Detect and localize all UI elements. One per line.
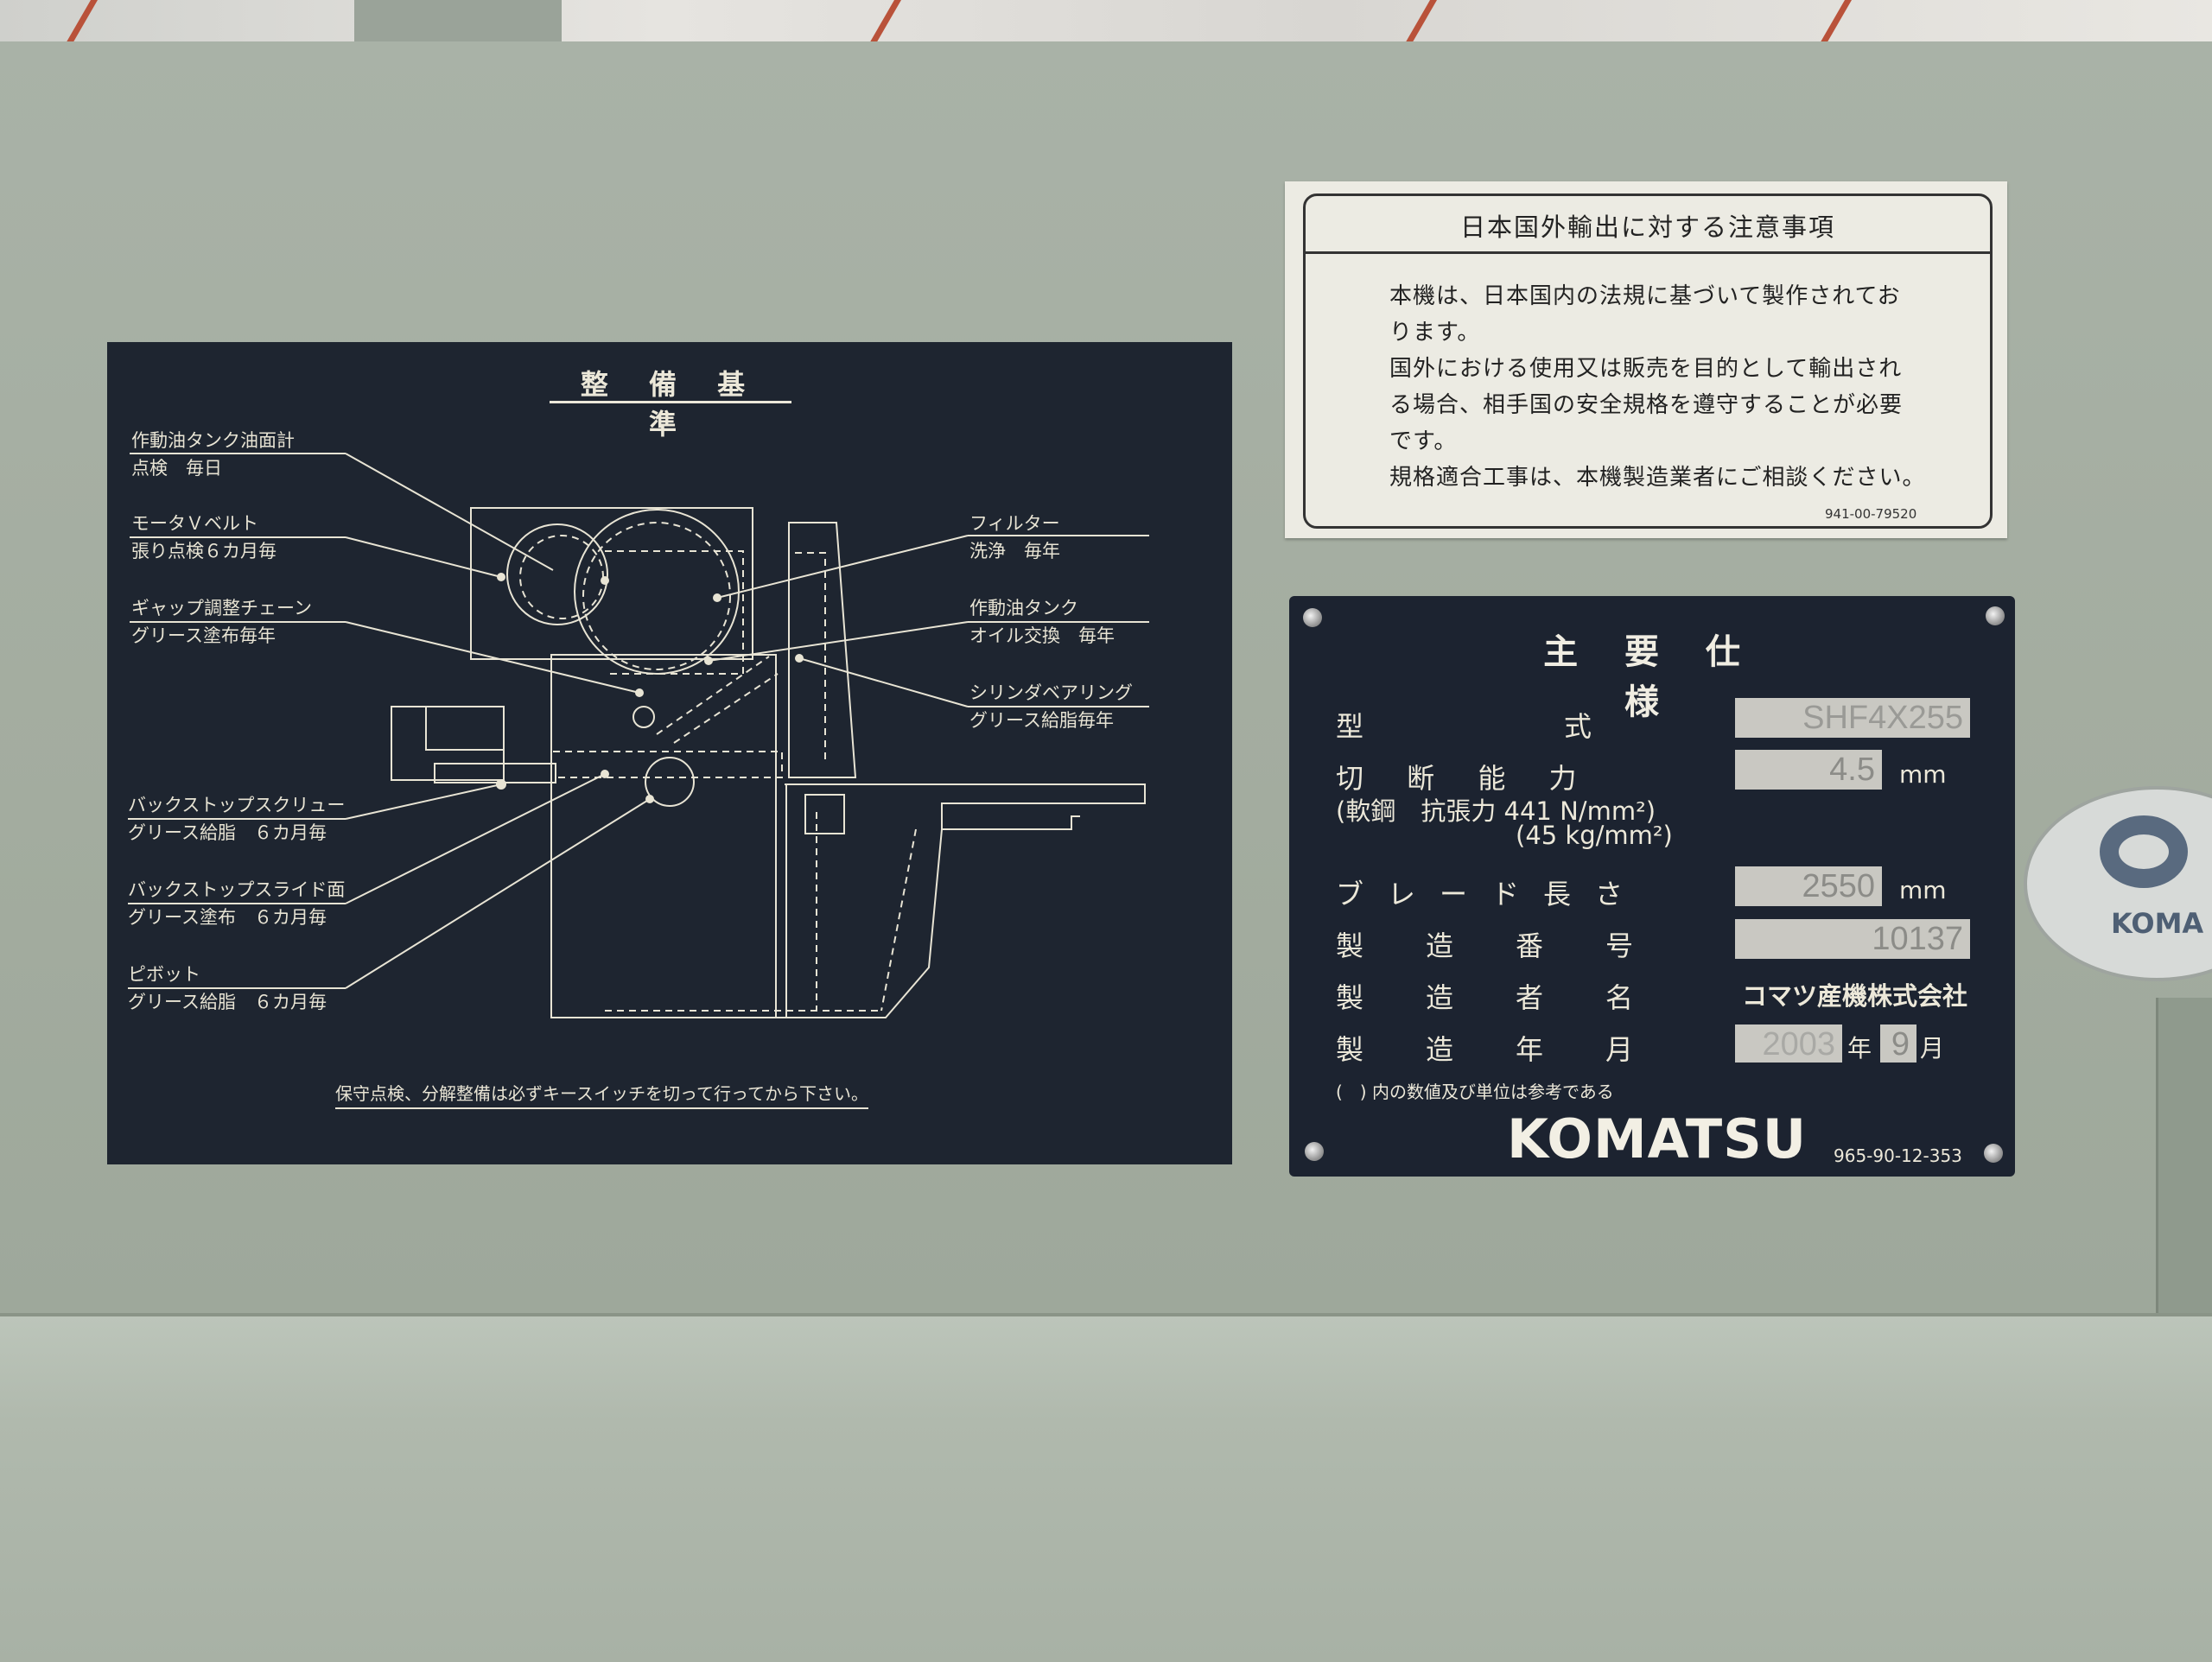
maintenance-plate-note: 保守点検、分解整備は必ずキースイッチを切って行ってから下さい。 (335, 1080, 868, 1109)
cutting-capacity-note: (軟鋼 抗張力 441 N/mm²) (1336, 796, 1656, 826)
screw-icon (1984, 1144, 2003, 1163)
badge-text: KOMA (2111, 907, 2204, 940)
callout-name: ギャップ調整チェーン (131, 598, 312, 618)
cutting-capacity-note-kg: (45 kg/mm²) (1516, 821, 1673, 850)
export-notice-line: ります。 (1389, 320, 1481, 346)
manufacture-month-unit: 月 (1920, 1034, 1945, 1063)
export-notice-line: 本機は、日本国内の法規に基づいて製作されてお (1389, 283, 1901, 309)
callout-task: グリース給脂 ６カ月毎 (128, 822, 327, 843)
callout-task: 洗浄 毎年 (969, 541, 1060, 561)
callout-cylinder-bearing: シリンダベアリング グリース給脂毎年 (969, 679, 1133, 734)
callout-gap-chain: ギャップ調整チェーン グリース塗布毎年 (131, 594, 312, 650)
manufacturer-value: コマツ産機株式会社 (1742, 981, 1968, 1011)
callout-motor-v-belt: モータＶベルト 張り点検６カ月毎 (131, 510, 276, 565)
callout-pivot: ピボット グリース給脂 ６カ月毎 (128, 961, 327, 1016)
manufacture-date-label: 製造年月 (1336, 1033, 1696, 1066)
export-notice-line: です。 (1389, 428, 1458, 454)
callout-task: グリース塗布 ６カ月毎 (128, 907, 327, 928)
export-notice-code: 941-00-79520 (1821, 506, 1921, 522)
callout-task: グリース給脂 ６カ月毎 (128, 992, 327, 1012)
callout-task: 点検 毎日 (131, 458, 222, 479)
model-value: SHF4X255 (1735, 698, 1970, 738)
blade-length-label: ブレード長さ (1336, 878, 1648, 910)
blade-length-unit: mm (1899, 876, 1947, 904)
callout-name: シリンダベアリング (969, 682, 1133, 703)
export-notice-line: る場合、相手国の安全規格を遵守することが必要 (1389, 392, 1904, 418)
export-notice-frame (1303, 193, 1993, 529)
callout-name: ピボット (128, 964, 200, 985)
machine-side-block (2156, 998, 2212, 1326)
export-notice-rule (1303, 251, 1993, 254)
callout-name: フィルター (969, 513, 1060, 534)
callout-hydraulic-tank: 作動油タンク オイル交換 毎年 (969, 594, 1115, 650)
callout-name: バックストップスクリュー (128, 795, 346, 815)
manufacture-month-value: 9 (1880, 1024, 1916, 1063)
komatsu-logo: KOMATSU (1507, 1107, 1808, 1170)
callout-task: グリース塗布毎年 (131, 625, 276, 646)
callout-filter: フィルター 洗浄 毎年 (969, 510, 1060, 565)
export-notice-line: 規格適合工事は、本機製造業者にご相談ください。 (1389, 465, 1926, 491)
callout-backstop-slide: バックストップスライド面 グリース塗布 ６カ月毎 (128, 876, 345, 931)
screw-icon (1305, 1142, 1324, 1161)
callout-name: 作動油タンク (969, 598, 1078, 618)
ceiling-bracket (354, 0, 562, 45)
callout-name: バックストップスライド面 (128, 879, 346, 900)
manufacture-year-unit: 年 (1847, 1034, 1872, 1063)
cutting-capacity-label: 切 断 能 力 (1336, 762, 1594, 795)
export-notice-label (1285, 181, 2007, 538)
callout-task: 張り点検６カ月毎 (131, 541, 276, 561)
ceiling-background (0, 0, 2212, 45)
spec-plate-code: 965-90-12-353 (1834, 1145, 1962, 1166)
screw-icon (1986, 606, 2005, 625)
maintenance-plate-title: 整 備 基 準 (580, 368, 761, 441)
serial-number-value: 10137 (1735, 919, 1970, 959)
badge-logo-icon (2100, 815, 2188, 888)
callout-name: 作動油タンク油面計 (131, 430, 295, 451)
screw-icon (1303, 608, 1322, 627)
export-notice-title: 日本国外輸出に対する注意事項 (1459, 213, 1835, 242)
callout-name: モータＶベルト (131, 513, 258, 534)
callout-backstop-screw: バックストップスクリュー グリース給脂 ６カ月毎 (128, 791, 345, 847)
maintenance-plate-title-underline (550, 401, 791, 403)
manufacturer-label: 製造者名 (1336, 981, 1696, 1014)
model-label: 型 式 (1336, 710, 1622, 743)
manufacture-year-value: 2003 (1735, 1024, 1842, 1063)
maintenance-plate (107, 342, 1232, 1164)
cutting-capacity-value: 4.5 (1735, 750, 1882, 790)
export-notice-body: 本機は、日本国内の法規に基づいて製作されてお ります。 国外における使用又は販売… (1389, 278, 1925, 496)
machine-ledge (0, 1313, 2212, 1662)
cutting-capacity-unit: mm (1899, 760, 1947, 789)
blade-length-value: 2550 (1735, 866, 1882, 906)
callout-task: グリース給脂毎年 (969, 710, 1114, 731)
serial-number-label: 製造番号 (1336, 929, 1696, 962)
callout-hydraulic-tank-gauge: 作動油タンク油面計 点検 毎日 (131, 427, 295, 482)
spec-plate-note: ( ) 内の数値及び単位は参考である (1336, 1082, 1614, 1102)
spec-plate (1289, 596, 2015, 1177)
callout-task: オイル交換 毎年 (969, 625, 1115, 646)
spec-plate-title: 主 要 仕 様 (1543, 632, 1758, 722)
export-notice-line: 国外における使用又は販売を目的として輸出され (1389, 356, 1903, 382)
